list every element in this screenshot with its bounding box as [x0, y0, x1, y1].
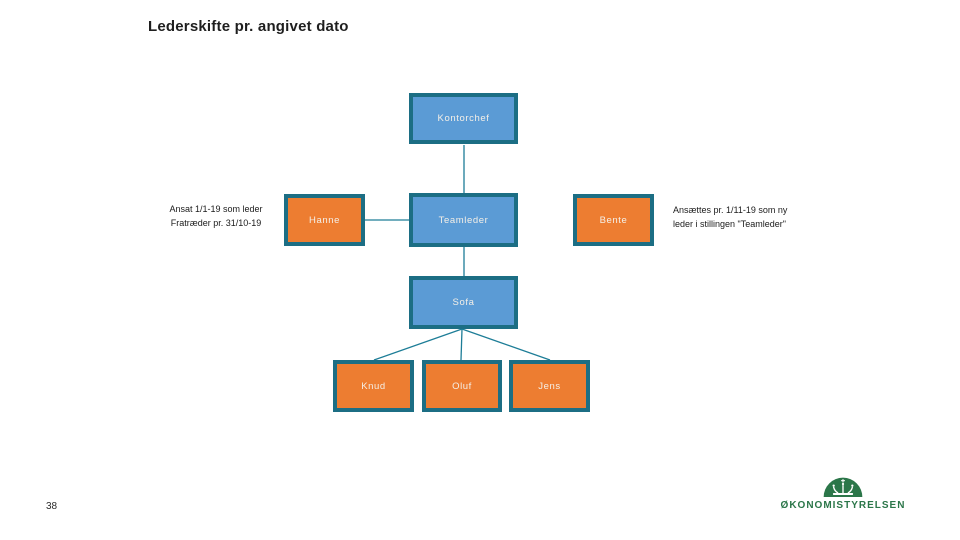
connector-sofa-jens [461, 328, 551, 361]
org-node-label: Bente [599, 214, 628, 226]
org-node-label: Sofa [452, 297, 475, 308]
annotation-line: Ansat 1/1-19 som leder [169, 204, 263, 214]
org-node-jens: Jens [509, 360, 590, 412]
crown-icon [823, 477, 863, 497]
annotation-line: Fratræder pr. 31/10-19 [170, 217, 262, 228]
annotation-left: Ansat 1/1-19 som leder Fratræder pr. 31/… [155, 203, 277, 230]
logo-text: ØKONOMISTYRELSEN [780, 500, 906, 511]
org-node-label: Hanne [309, 214, 340, 226]
org-node-label: Kontorchef [437, 113, 490, 124]
connector-sofa-knud [373, 328, 463, 361]
org-node-hanne: Hanne [284, 194, 365, 246]
org-node-sofa: Sofa [409, 276, 518, 329]
org-node-label: Jens [538, 380, 561, 392]
page-title: Lederskifte pr. angivet dato [148, 18, 349, 35]
annotation-line: leder i stillingen "Teamleder" [673, 218, 786, 229]
org-node-oluf: Oluf [422, 360, 502, 412]
page-number: 38 [46, 501, 58, 512]
org-node-label: Teamleder [438, 214, 489, 226]
org-node-label: Oluf [452, 380, 472, 392]
connector-sofa-oluf [460, 328, 463, 361]
annotation-right: Ansættes pr. 1/11-19 som ny leder i stil… [673, 204, 833, 231]
okonomistyrelsen-logo: ØKONOMISTYRELSEN [776, 477, 910, 511]
annotation-line: Ansættes pr. 1/11-19 som ny [673, 205, 788, 215]
org-node-label: Knud [361, 380, 386, 392]
org-node-kontorchef: Kontorchef [409, 93, 518, 144]
org-node-knud: Knud [333, 360, 414, 412]
org-node-teamleder: Teamleder [409, 193, 518, 247]
org-node-bente: Bente [573, 194, 654, 246]
